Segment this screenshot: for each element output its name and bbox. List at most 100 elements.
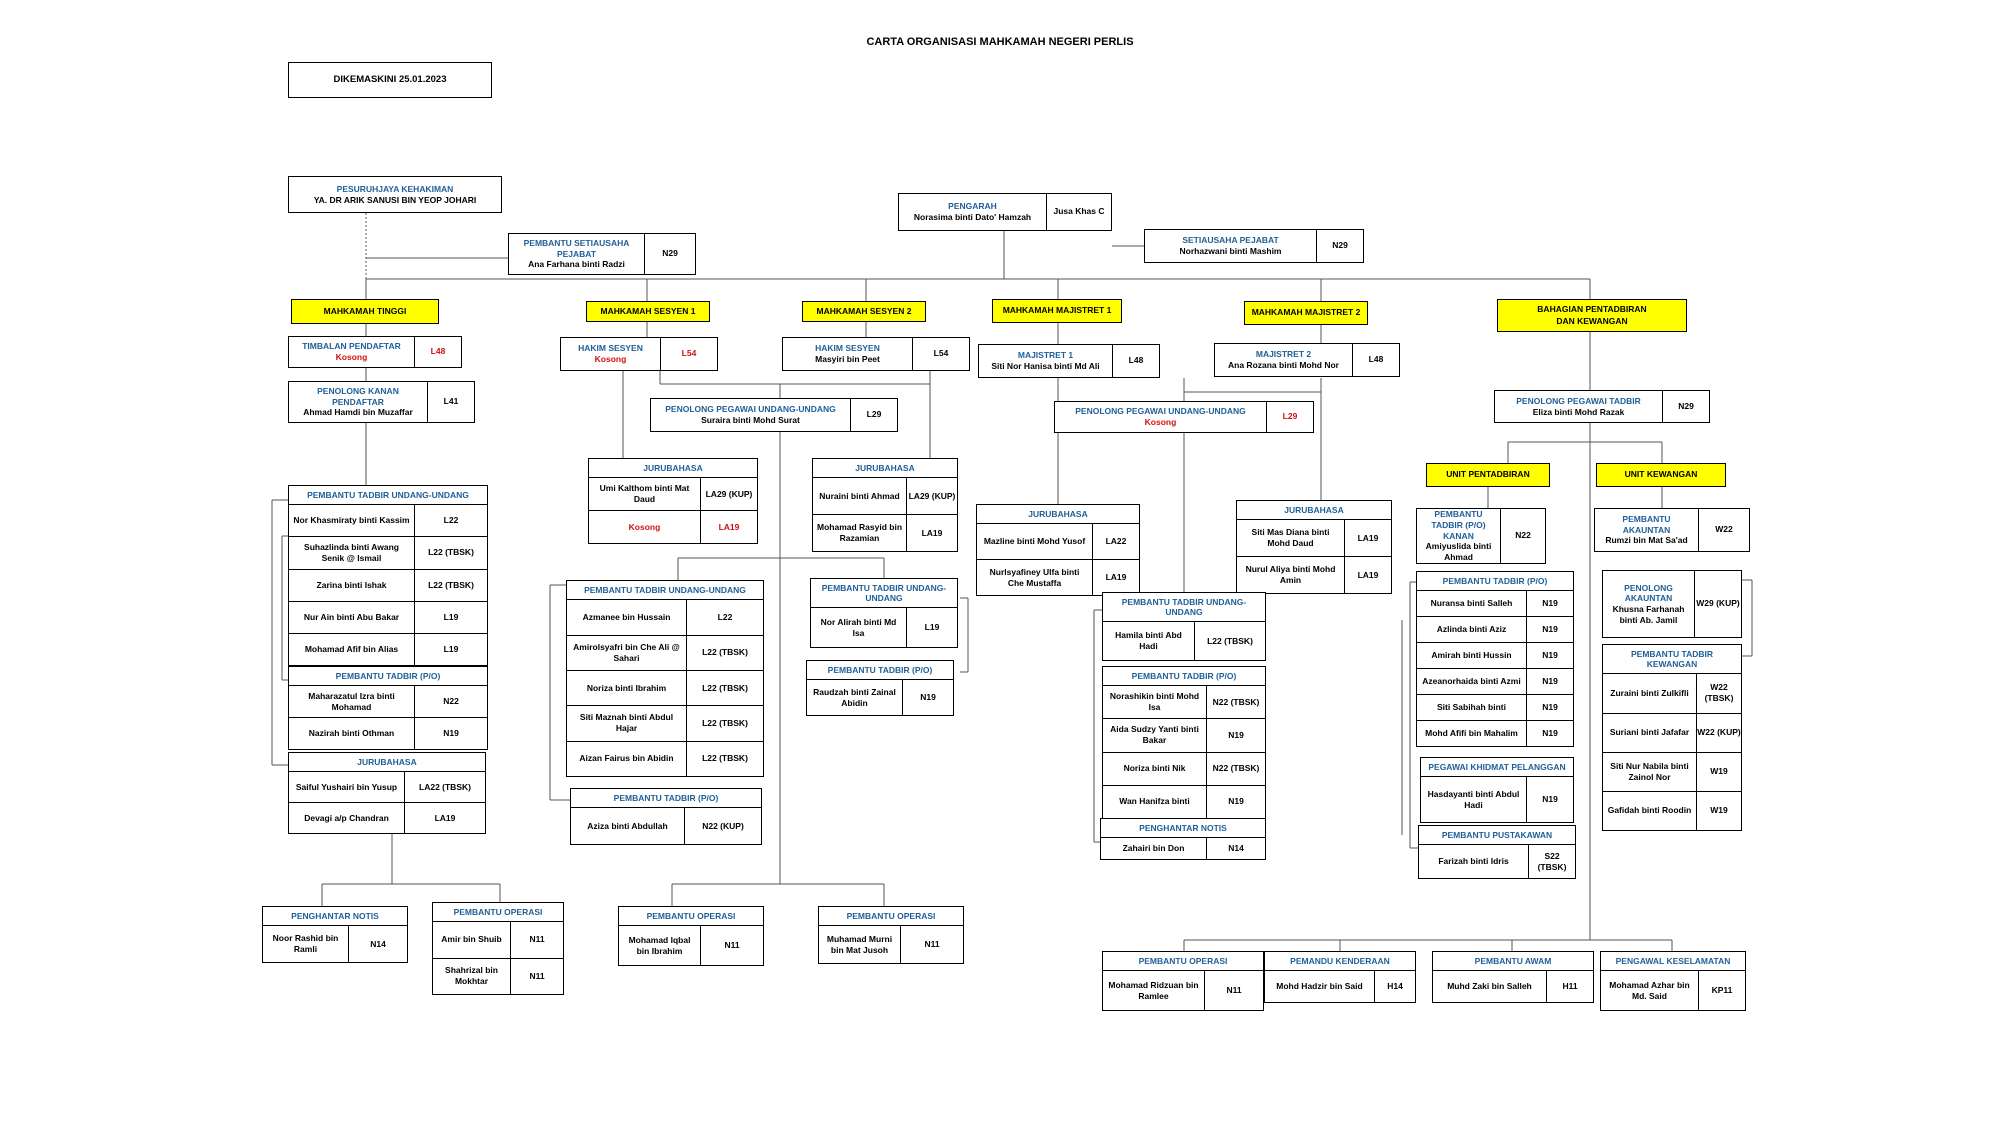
table-header: PEMBANTU TADBIR (P/O) — [1417, 572, 1573, 592]
staff-name: Kosong — [628, 521, 661, 532]
staff-name: Mohamad Iqbal bin Ibrahim — [628, 934, 691, 956]
table-header: JURUBAHASA — [977, 505, 1139, 525]
box-grade: L48 — [1112, 345, 1159, 377]
update-date: DIKEMASKINI 25.01.2023 — [333, 74, 447, 86]
box-title: PENOLONG AKAUNTAN — [1624, 582, 1673, 604]
box-grade: W22 — [1698, 509, 1749, 551]
section-mahkamah-sesyen-2: MAHKAMAH SESYEN 2 — [802, 301, 926, 322]
staff-grade: N11 — [700, 926, 763, 965]
staff-name: Siti Maznah binti Abdul Hajar — [579, 712, 674, 734]
staff-name: Nuraini binti Ahmad — [819, 490, 900, 501]
staff-name: Amirah binti Hussin — [1431, 650, 1512, 661]
staff-grade: N14 — [348, 926, 407, 962]
table-row: Farizah binti Idris S22 (TBSK) — [1419, 845, 1575, 878]
table-header: PEMBANTU TADBIR (P/O) — [1103, 667, 1265, 687]
section-mahkamah-sesyen-1: MAHKAMAH SESYEN 1 — [586, 301, 710, 322]
staff-name: Maharazatul Izra binti Mohamad — [308, 690, 395, 712]
staff-grade: LA22 — [1092, 524, 1139, 560]
staff-grade: LA19 — [700, 511, 757, 543]
staff-name: Aizan Fairus bin Abidin — [579, 753, 674, 764]
staff-grade: N19 — [1526, 591, 1573, 617]
table-header: JURUBAHASA — [1237, 501, 1391, 521]
staff-name: Norashikin binti Mohd Isa — [1109, 691, 1200, 713]
staff-name: Noriza binti Nik — [1123, 763, 1186, 774]
staff-name: Mohamad Ridzuan bin Ramlee — [1108, 979, 1199, 1001]
director-title: PENGARAH — [948, 201, 997, 212]
box-title: PEMBANTU AKAUNTAN — [1622, 514, 1671, 535]
staff-grade: N19 — [1526, 721, 1573, 746]
staff-grade: N19 — [1526, 669, 1573, 695]
staff-grade: L22 (TBSK) — [686, 741, 763, 776]
table-header: PEMBANTU TADBIR UNDANG-UNDANG — [811, 579, 957, 609]
table-row: Kosong LA19 — [589, 511, 757, 543]
staff-name: Nazirah binti Othman — [308, 728, 395, 739]
box-grade: L41 — [427, 382, 474, 422]
staff-grade: S22 (TBSK) — [1528, 845, 1575, 878]
staff-grade: LA29 (KUP) — [700, 478, 757, 511]
section-pentadbiran-kewangan: BAHAGIAN PENTADBIRAN DAN KEWANGAN — [1497, 299, 1687, 332]
table-mm-pto: PEMBANTU TADBIR (P/O) Norashikin binti Mo… — [1102, 666, 1266, 819]
table-up-pto: PEMBANTU TADBIR (P/O)Nuransa binti Salle… — [1416, 571, 1574, 747]
box-person-name: Ahmad Hamdi bin Muzaffar — [303, 407, 413, 418]
table-header: PEMBANTU AWAM — [1433, 952, 1593, 972]
staff-name: Umi Kalthom binti Mat Daud — [599, 483, 690, 505]
staff-grade: LA19 — [1344, 520, 1391, 557]
staff-name: Farizah binti Idris — [1438, 856, 1509, 867]
staff-name: Nor Alirah binti Md Isa — [820, 616, 897, 638]
staff-name: Hasdayanti binti Abdul Hadi — [1427, 788, 1520, 810]
box-grade: W29 (KUP) — [1694, 571, 1741, 637]
section-mahkamah-majistret-2: MAHKAMAH MAJISTRET 2 — [1244, 301, 1368, 325]
staff-name: Saiful Yushairi bin Yusup — [295, 781, 398, 792]
staff-grade: N22 (TBSK) — [1206, 686, 1265, 719]
staff-grade: L22 (TBSK) — [414, 569, 487, 601]
box-person-name: Khusna Farhanah binti Ab. Jamil — [1612, 604, 1685, 625]
staff-grade: W19 — [1696, 791, 1741, 830]
staff-name: Amir bin Shuib — [441, 934, 502, 945]
update-date-box: DIKEMASKINI 25.01.2023 — [288, 62, 492, 98]
section-unit-pentadbiran: UNIT PENTADBIRAN — [1426, 463, 1550, 487]
box-title: PENOLONG PEGAWAI TADBIR — [1516, 395, 1641, 406]
staff-name: Noriza binti Ibrahim — [586, 682, 667, 693]
office-secretary-title: SETIAUSAHA PEJABAT — [1182, 235, 1279, 246]
staff-name: Zuraini binti Zulkifli — [1610, 687, 1689, 698]
box-person-name: Masyiri bin Peet — [815, 354, 880, 364]
staff-grade: LA19 — [404, 803, 485, 833]
staff-name: Mohd Afifi bin Mahalim — [1425, 727, 1518, 738]
staff-grade: LA19 — [906, 515, 957, 551]
assistant-secretary-title: PEMBANTU SETIAUSAHA PEJABAT — [523, 238, 630, 259]
table-header: PENGHANTAR NOTIS — [263, 907, 407, 927]
staff-name: Suhazlinda binti Awang Senik @ Ismail — [304, 541, 399, 563]
table-row: Mohd Afifi bin Mahalim N19 — [1417, 721, 1573, 746]
staff-name: Nor Khasmiraty binti Kassim — [293, 515, 410, 526]
